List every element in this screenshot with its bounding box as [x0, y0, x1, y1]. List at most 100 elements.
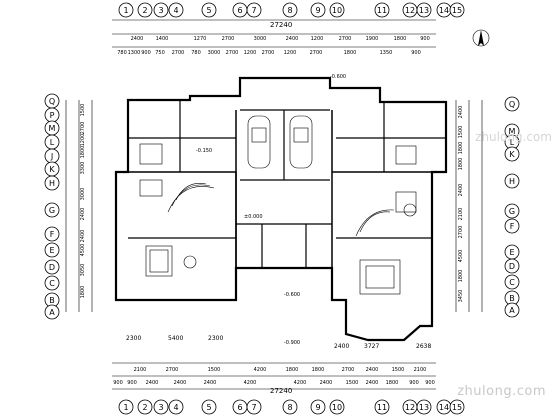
right-axis-bubble: D: [504, 258, 520, 274]
right-dimension: 1500: [458, 126, 464, 139]
top-dimension-row1: 900: [420, 36, 430, 42]
left-dimension: 1200: [80, 134, 86, 147]
svg-text:9: 9: [315, 403, 320, 412]
top-axis-bubble: 7: [246, 2, 262, 18]
svg-text:6: 6: [237, 403, 242, 412]
top-axis-bubble: 10: [329, 2, 345, 18]
top-dimension-row2: 3000: [208, 50, 221, 56]
bottom-dimension-row1: 2700: [166, 367, 179, 373]
bottom-axis-bubble: 11: [374, 399, 390, 415]
right-dimension: 1800: [458, 142, 464, 155]
top-axis-bubble: 3: [153, 2, 169, 18]
svg-text:H: H: [509, 177, 515, 186]
bottom-label: 2400: [334, 343, 349, 350]
svg-text:5: 5: [206, 403, 211, 412]
svg-text:14: 14: [439, 6, 449, 15]
right-dimension: 3450: [458, 290, 464, 303]
top-dimension-row1: 2400: [131, 36, 144, 42]
left-axis-bubble: B: [44, 292, 60, 308]
top-axis-bubble: 9: [310, 2, 326, 18]
right-axis-bubble: G: [504, 203, 520, 219]
building-walls: [114, 76, 448, 342]
bottom-dimension-lines: 27240: [112, 362, 436, 395]
top-dimension-row2: 780: [117, 50, 127, 56]
right-axis-bubble: Q: [504, 96, 520, 112]
svg-text:K: K: [509, 150, 515, 159]
left-dimension: 1500: [80, 104, 86, 117]
bottom-axis-bubble: 13: [416, 399, 432, 415]
top-dimension-row1: 1900: [366, 36, 379, 42]
bottom-dimension-row1: 1500: [392, 367, 405, 373]
bottom-dimension-row1: 2400: [366, 367, 379, 373]
right-dimension: 4500: [458, 250, 464, 263]
top-axis-bubble: 14: [436, 2, 452, 18]
svg-text:M: M: [49, 124, 56, 133]
bottom-axis-bubble: 9: [310, 399, 326, 415]
left-axis-bubble: H: [44, 175, 60, 191]
svg-text:F: F: [50, 230, 55, 239]
left-axis-bubble: G: [44, 202, 60, 218]
bottom-row-labels: 2300 5400 2300 2400 3727 2638: [126, 335, 431, 350]
svg-text:8: 8: [287, 6, 292, 15]
bottom-label: 2300: [208, 335, 223, 342]
bottom-dimension-row2: 900: [409, 380, 419, 386]
top-axis-bubble: 6: [232, 2, 248, 18]
bottom-dimension-row2: 4200: [294, 380, 307, 386]
top-dimension-row1: 1800: [394, 36, 407, 42]
top-dimension-row2: 1200: [284, 50, 297, 56]
right-dimension: 2400: [458, 106, 464, 119]
svg-text:B: B: [509, 294, 515, 303]
svg-text:G: G: [49, 206, 55, 215]
right-dimension: 1800: [458, 270, 464, 283]
svg-text:14: 14: [439, 403, 449, 412]
top-dimension-lines: 27240: [112, 19, 436, 48]
svg-text:E: E: [49, 246, 54, 255]
level-labels: -0.600 ±0.000 -0.150 -0.600 -0.900: [196, 74, 346, 346]
top-axis-bubble: 12: [402, 2, 418, 18]
bottom-dimension-row2: 1500: [346, 380, 359, 386]
svg-text:4: 4: [173, 403, 178, 412]
bottom-dimension-row1: 2100: [414, 367, 427, 373]
svg-text:Q: Q: [49, 97, 55, 106]
right-axis-bubble: F: [504, 218, 520, 234]
garage-cars: [247, 115, 313, 169]
svg-text:A: A: [49, 308, 55, 317]
bottom-dimension-row1: 1800: [286, 367, 299, 373]
svg-text:12: 12: [405, 403, 415, 412]
bottom-dimension-row1: 1500: [208, 367, 221, 373]
svg-text:A: A: [509, 306, 515, 315]
left-dimension: 2400: [80, 230, 86, 243]
left-dimension: 4500: [80, 244, 86, 257]
svg-text:12: 12: [405, 6, 415, 15]
bottom-axis-bubble: 6: [232, 399, 248, 415]
bottom-dimension-row2: 2400: [204, 380, 217, 386]
bottom-dimension-row2: 2400: [174, 380, 187, 386]
right-dimension: 2100: [458, 208, 464, 221]
top-total-dimension: 27240: [270, 21, 292, 29]
svg-text:5: 5: [206, 6, 211, 15]
bottom-dimension-row1: 1800: [312, 367, 325, 373]
bottom-dimension-row2: 2400: [320, 380, 333, 386]
watermark-secondary: zhulong.com: [475, 130, 552, 144]
svg-text:9: 9: [315, 6, 320, 15]
svg-text:15: 15: [452, 403, 462, 412]
svg-text:H: H: [49, 179, 55, 188]
left-axis-bubble: J: [44, 148, 60, 164]
bottom-label: 2300: [126, 335, 141, 342]
top-dimension-row1: 1200: [311, 36, 324, 42]
top-axis-bubble: 15: [449, 2, 465, 18]
bottom-axis-bubble: 1: [118, 399, 134, 415]
svg-text:L: L: [50, 138, 55, 147]
left-dimension: 1800: [80, 146, 86, 159]
top-dimension-row1: 1400: [156, 36, 169, 42]
top-dimension-row2: 1300: [128, 50, 141, 56]
svg-text:13: 13: [419, 403, 429, 412]
right-axis-bubble: K: [504, 146, 520, 162]
top-dimension-row2: 780: [191, 50, 201, 56]
left-dimension: 1800: [80, 286, 86, 299]
svg-text:2: 2: [142, 6, 147, 15]
top-dimension-row2: 1350: [380, 50, 393, 56]
top-dimension-row2: 2700: [172, 50, 185, 56]
bottom-label: 2638: [416, 343, 431, 350]
